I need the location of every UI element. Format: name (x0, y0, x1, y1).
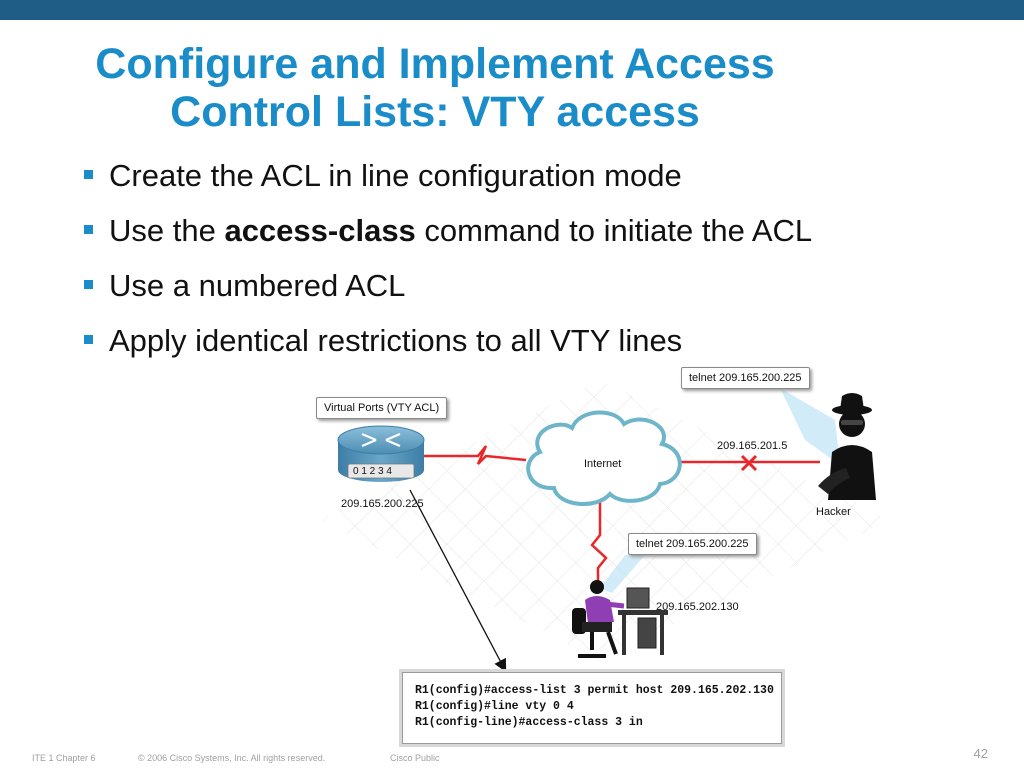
bullet-item: Use the access-class command to initiate… (84, 211, 812, 266)
internet-label: Internet (584, 458, 622, 470)
blocked-x-icon (740, 454, 758, 472)
hacker-label: Hacker (816, 506, 851, 518)
hacker-telnet-beam (780, 388, 840, 465)
bullet-list: Create the ACL in line configuration mod… (84, 156, 812, 376)
bullet-text-post: command to initiate the ACL (415, 213, 813, 248)
slide-title: Configure and Implement Access Control L… (0, 40, 870, 136)
footer-chapter: ITE 1 Chapter 6 (32, 753, 96, 763)
footer-classification: Cisco Public (390, 753, 440, 763)
user-telnet-callout: telnet 209.165.200.225 (628, 533, 757, 555)
bullet-item: Create the ACL in line configuration mod… (84, 156, 812, 211)
user-ip-label: 209.165.202.130 (656, 601, 739, 613)
config-line: R1(config-line)#access-class 3 in (415, 716, 643, 729)
bullet-square-icon (84, 170, 93, 179)
config-line: R1(config)#access-list 3 permit host 209… (415, 684, 774, 697)
router-icon (337, 425, 425, 482)
bullet-square-icon (84, 280, 93, 289)
title-line-1: Configure and Implement Access (95, 40, 775, 88)
bullet-square-icon (84, 225, 93, 234)
router-port-numbers: 0 1 2 3 4 (353, 466, 392, 477)
user-telnet-beam (600, 555, 645, 593)
bullet-command-keyword: access-class (224, 213, 416, 248)
bullet-text: Apply identical restrictions to all VTY … (109, 323, 683, 358)
bullet-text-pre: Use the (109, 213, 225, 248)
network-diagram (320, 380, 890, 673)
router-ip-label: 209.165.200.225 (341, 498, 424, 510)
internet-user-link (590, 500, 608, 585)
bullet-text: Use a numbered ACL (109, 268, 406, 303)
footer-copyright: © 2006 Cisco Systems, Inc. All rights re… (138, 753, 326, 763)
hacker-telnet-callout: telnet 209.165.200.225 (681, 367, 810, 389)
title-line-2: Control Lists: VTY access (170, 88, 700, 136)
vty-acl-callout: Virtual Ports (VTY ACL) (316, 397, 448, 419)
user-workstation-icon (572, 580, 668, 658)
bullet-text: Create the ACL in line configuration mod… (109, 158, 682, 193)
config-arrow (409, 489, 507, 673)
internet-cloud-icon (526, 410, 682, 507)
router-internet-link (424, 445, 527, 465)
hacker-link-ip-label: 209.165.201.5 (717, 440, 788, 452)
page-number: 42 (973, 746, 988, 761)
config-line: R1(config)#line vty 0 4 (415, 700, 574, 713)
hacker-icon (818, 393, 876, 500)
bullet-item: Use a numbered ACL (84, 266, 812, 321)
bullet-item: Apply identical restrictions to all VTY … (84, 321, 812, 376)
bullet-square-icon (84, 335, 93, 344)
config-commands-box: R1(config)#access-list 3 permit host 209… (402, 672, 782, 744)
header-bar (0, 0, 1024, 20)
